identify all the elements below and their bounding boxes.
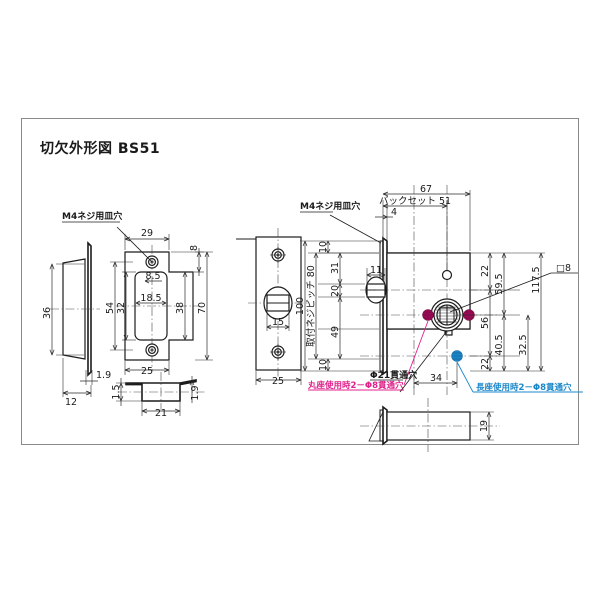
dim-117-5: 117.5: [531, 266, 542, 293]
long-plate-hole: [451, 350, 463, 362]
dim-32: 32: [116, 302, 127, 314]
faceplate-screw-bottom: [270, 344, 286, 360]
label-m4-countersink-right: M4ネジ用皿穴: [300, 200, 360, 212]
dim-8-5: 8.5: [145, 271, 160, 282]
dim-25-front: 25: [141, 366, 153, 377]
dim-59-5: 59.5: [494, 273, 505, 294]
dim-25-faceplate: 25: [272, 376, 284, 387]
dim-31: 31: [330, 262, 341, 274]
dim-11: 11: [370, 265, 382, 276]
dim-4: 4: [391, 207, 397, 218]
faceplate-screw-top: [270, 247, 286, 263]
view-front-cutout: M4ネジ用皿穴 29 8 54 32: [62, 210, 213, 377]
dim-21: 21: [155, 408, 167, 419]
dim-10-top: 10: [318, 241, 329, 253]
dim-32-5: 32.5: [518, 334, 529, 355]
dim-8: 8: [189, 245, 200, 251]
note-through-hole: Φ21貫通穴: [370, 369, 417, 381]
dim-22-top: 22: [480, 265, 491, 277]
label-backset: バックセット 51: [379, 196, 451, 207]
dim-12: 12: [65, 397, 77, 408]
view-latch-bolt: 19: [360, 398, 500, 452]
dim-1-9-side: 1.9: [96, 370, 111, 381]
dim-10-bottom: 10: [318, 359, 329, 371]
view-lock-case: M4ネジ用皿穴 □8 67 バックセット 51 4: [295, 184, 583, 395]
label-screw-pitch: 取付ネジピッチ 80: [306, 265, 317, 347]
dim-38: 38: [175, 302, 186, 314]
upper-pivot-hole: [441, 269, 453, 281]
dim-19-bolt: 19: [479, 420, 490, 432]
faceplate-latch-opening: [263, 286, 293, 320]
dim-20: 20: [330, 285, 341, 297]
dim-70: 70: [197, 302, 208, 314]
dim-100: 100: [295, 297, 306, 315]
round-rose-hole-left: [422, 309, 434, 321]
dim-22-bottom: 22: [480, 358, 491, 370]
label-m4-countersink-left: M4ネジ用皿穴: [62, 210, 122, 222]
dim-36: 36: [42, 307, 53, 319]
dim-67: 67: [420, 184, 432, 195]
view-faceplate: 15 25: [236, 228, 310, 387]
dim-56: 56: [480, 317, 491, 329]
dim-40-5: 40.5: [494, 334, 505, 355]
countersink-hole-bottom: [145, 343, 159, 357]
dim-18-5: 18.5: [140, 293, 161, 304]
dim-15: 15: [272, 317, 284, 328]
note-round-rose: 丸座使用時2－Φ8貫通穴: [307, 380, 404, 391]
dim-54: 54: [105, 302, 116, 314]
view-side-section: 36 1.9 12: [42, 241, 111, 408]
label-spindle-square-8: □8: [556, 263, 571, 274]
dim-1-5: 1.5: [111, 384, 122, 399]
dim-29: 29: [141, 228, 153, 239]
drawing-title: 切欠外形図 BS51: [40, 141, 161, 157]
dim-1-9-detail: 1.9: [190, 385, 201, 400]
note-long-plate: 長座使用時2－Φ8貫通穴: [476, 382, 572, 393]
dim-34: 34: [430, 373, 442, 384]
dim-49: 49: [330, 326, 341, 338]
view-bottom-detail: 1.5 1.9 21: [111, 372, 205, 419]
